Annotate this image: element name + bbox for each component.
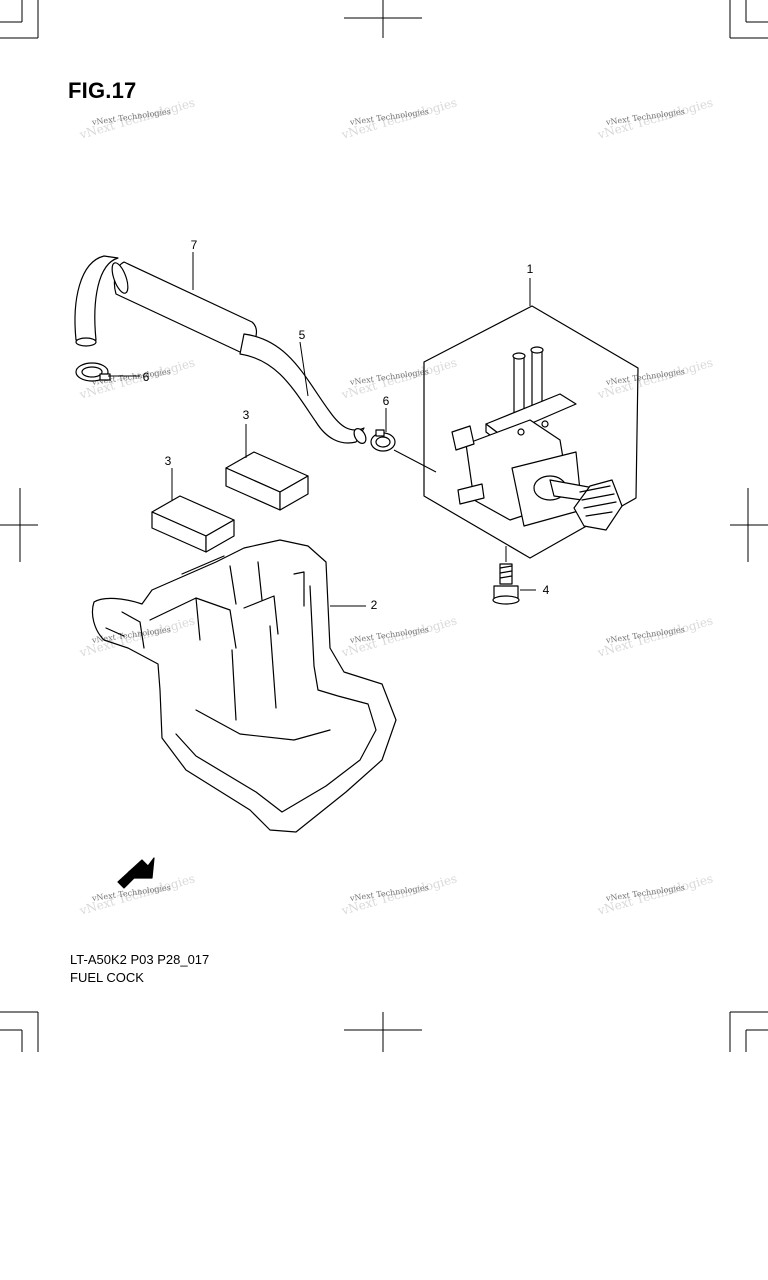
fuel-hose-7 [74, 255, 257, 353]
callout-1: 1 [526, 262, 534, 276]
pad-3a [225, 451, 309, 511]
fuel-hose-5 [239, 333, 367, 444]
callout-2: 2 [370, 598, 378, 612]
callout-7: 7 [190, 238, 198, 252]
callout-5: 5 [298, 328, 306, 342]
callout-3b: 3 [164, 454, 172, 468]
callout-6a: 6 [142, 370, 150, 384]
hose-clamp-6a [75, 362, 111, 382]
fwd-arrow-icon [117, 857, 155, 889]
model-code: LT-A50K2 P03 P28_017 [70, 952, 210, 967]
section-name: FUEL COCK [70, 970, 144, 985]
assembly-box-1 [423, 305, 639, 559]
pad-3b [151, 495, 235, 553]
callout-3a: 3 [242, 408, 250, 422]
hose-clamp-6b [370, 429, 396, 452]
leader-lines [108, 252, 536, 607]
callout-6b: 6 [382, 394, 390, 408]
figure-title: FIG.17 [68, 78, 137, 103]
callout-4: 4 [542, 583, 550, 597]
bracket-2 [91, 539, 397, 833]
bolt-4 [492, 563, 520, 605]
fuel-cock-1 [451, 346, 623, 531]
